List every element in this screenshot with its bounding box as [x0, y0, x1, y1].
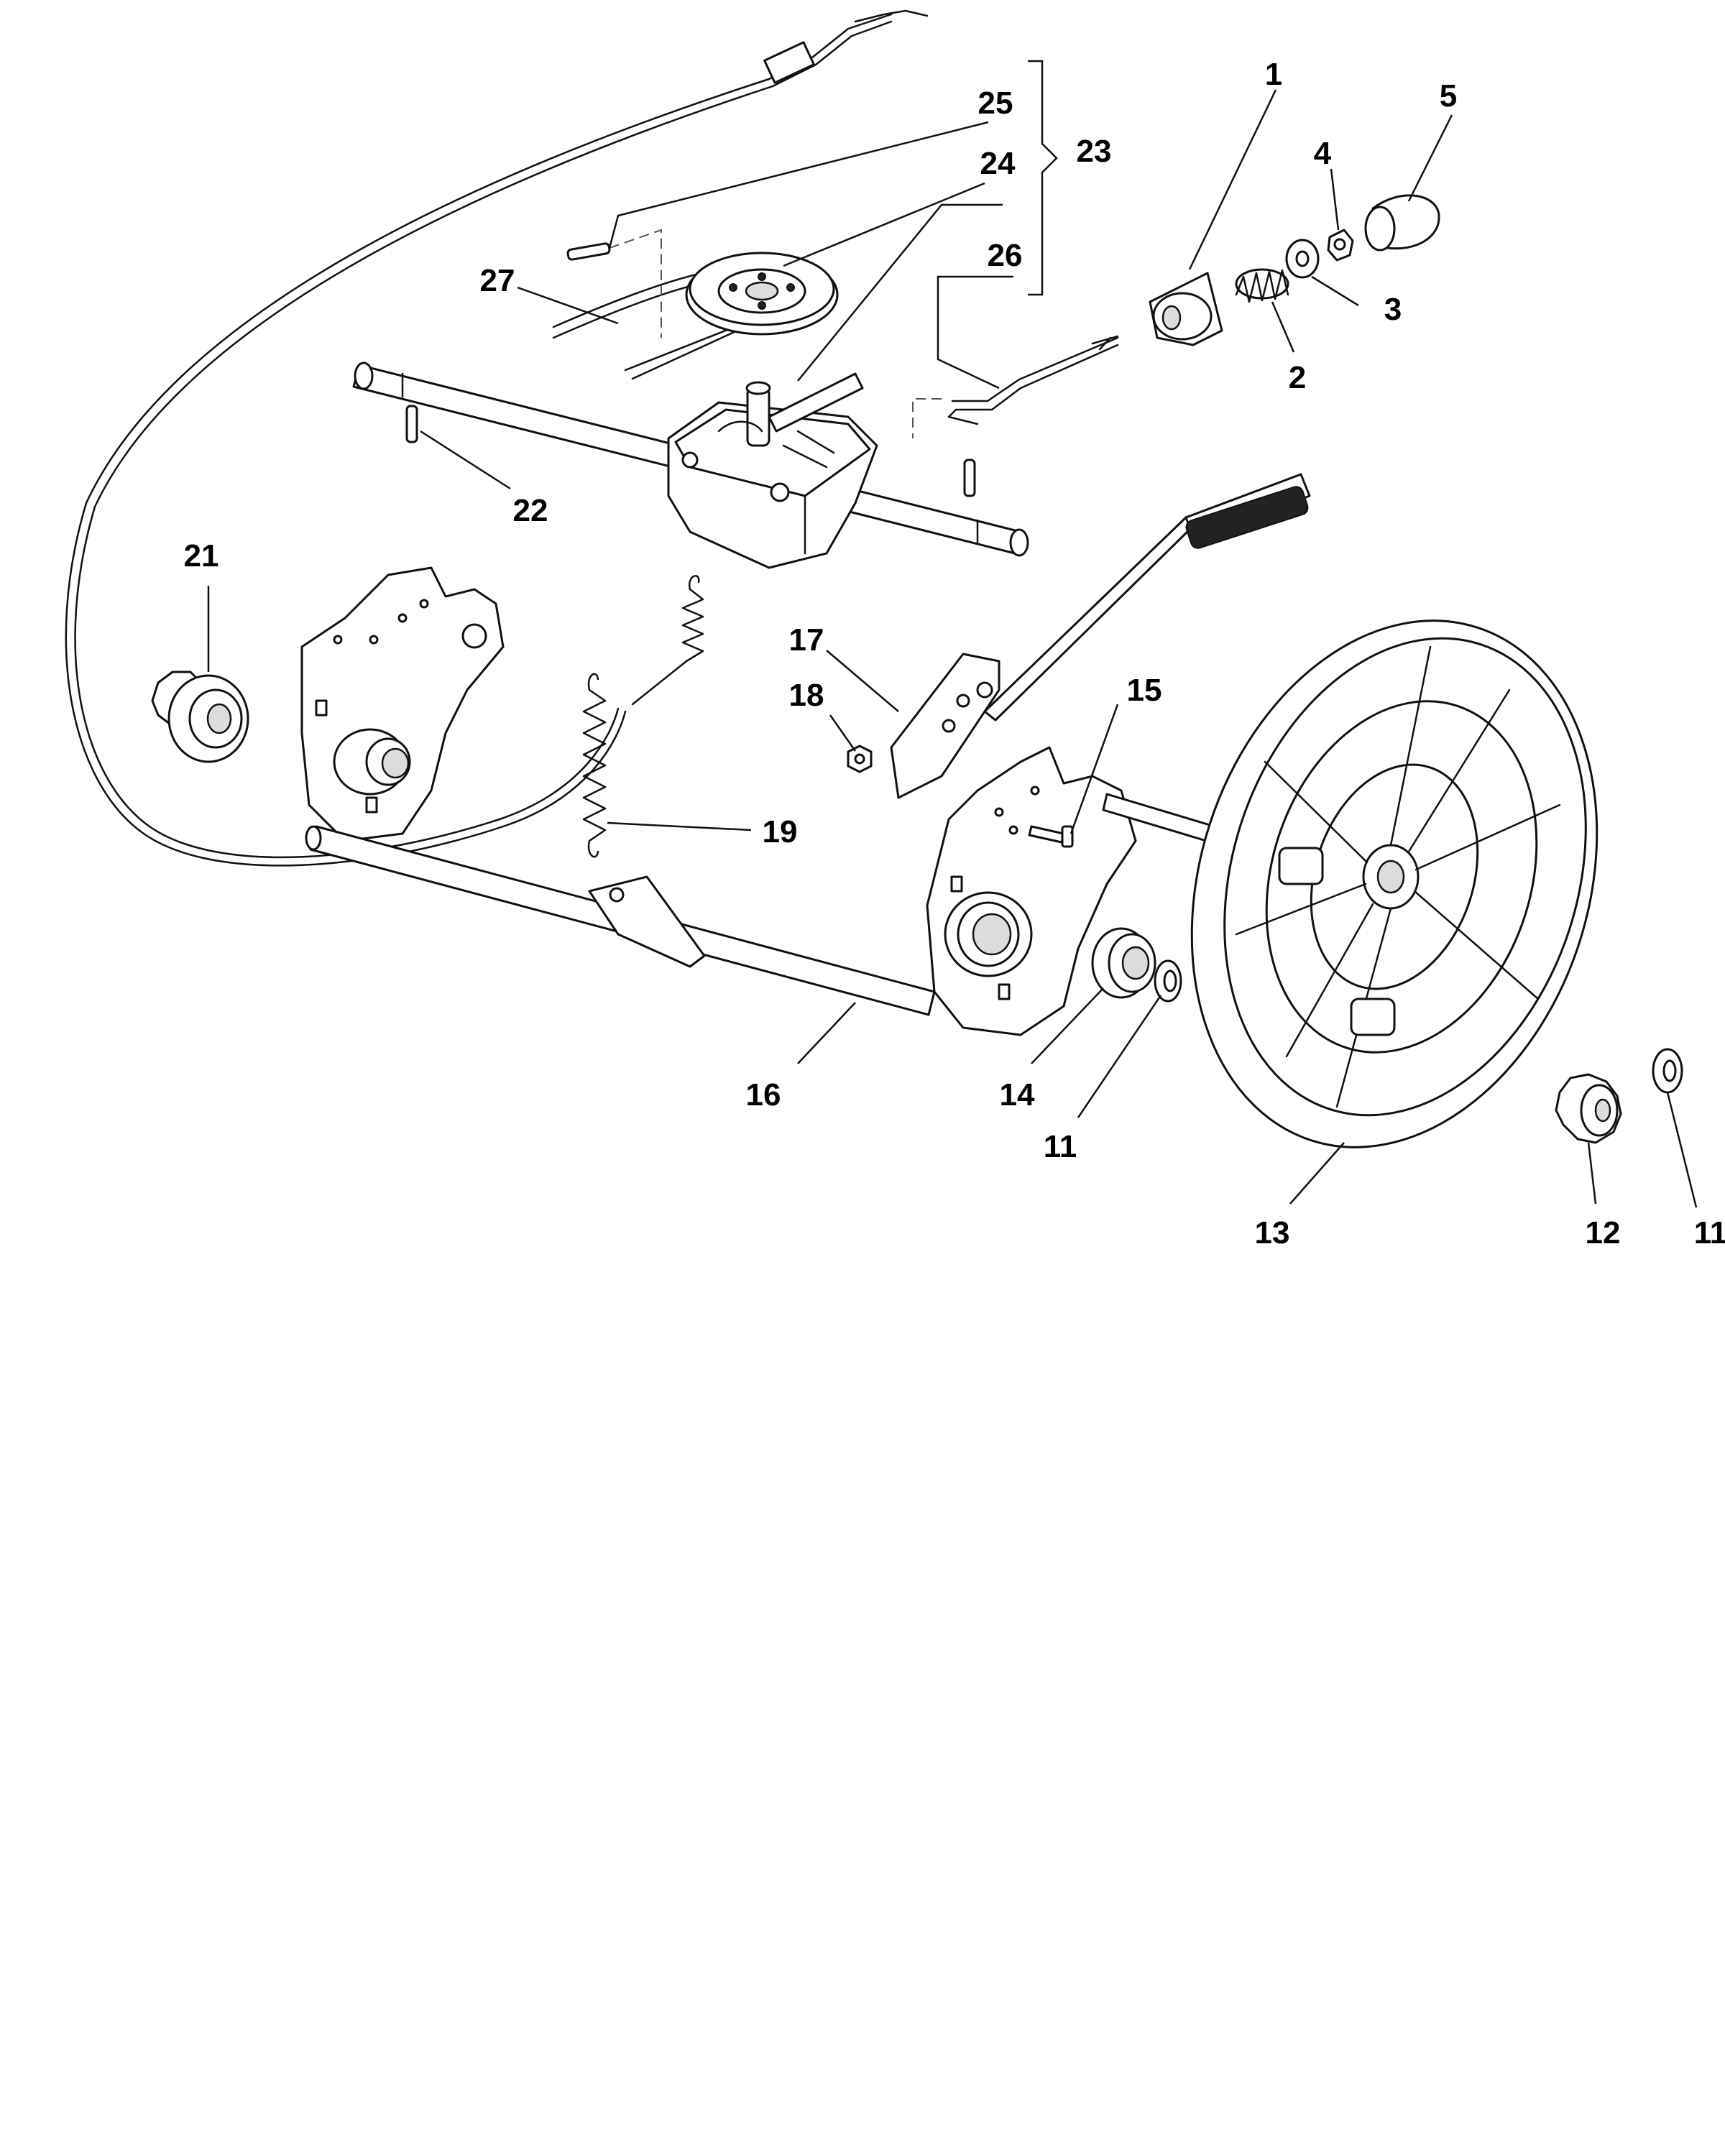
- callout-12: 12: [1586, 1215, 1621, 1250]
- callout-4: 4: [1314, 136, 1332, 171]
- callout-5: 5: [1440, 78, 1457, 114]
- callout-14: 14: [1000, 1077, 1035, 1112]
- upper-spring: [631, 575, 704, 706]
- gearbox: [667, 372, 878, 569]
- callout-21: 21: [184, 538, 219, 573]
- compression-spring: [1235, 268, 1289, 303]
- cable-bracket: [1149, 272, 1223, 346]
- callout-labels: 1 2 3 4 5 11 11 12 13 14 15 16 17 18 19 …: [184, 57, 1725, 1250]
- callout-1: 1: [1265, 57, 1282, 92]
- callout-17: 17: [789, 622, 824, 658]
- rear-wheel: [1190, 619, 1598, 1148]
- callout-15: 15: [1127, 673, 1162, 708]
- key-pin: [566, 242, 611, 261]
- washer-rear: [1652, 1048, 1683, 1094]
- washer: [1285, 239, 1320, 279]
- callout-11-front: 11: [1044, 1129, 1077, 1164]
- washer-front: [1154, 959, 1182, 1003]
- end-cap: [1364, 194, 1440, 252]
- callout-3: 3: [1384, 292, 1402, 327]
- bearing: [1091, 927, 1156, 999]
- pinion-gear-right: [1555, 1073, 1622, 1144]
- tension-spring: [582, 673, 607, 858]
- callout-2: 2: [1289, 360, 1306, 395]
- leader-lines: [207, 89, 1698, 1208]
- left-side-plate: [300, 566, 505, 842]
- callout-13: 13: [1255, 1215, 1290, 1250]
- pulley: [685, 252, 839, 336]
- callout-24: 24: [980, 146, 1016, 181]
- pinion-gear-left: [151, 671, 249, 763]
- callout-11-rear: 11: [1694, 1215, 1725, 1250]
- drive-lever: [983, 473, 1311, 722]
- callout-19: 19: [763, 814, 798, 849]
- callout-25: 25: [978, 86, 1013, 121]
- axle-pin-right: [963, 459, 976, 497]
- nut: [1327, 229, 1354, 262]
- callout-26: 26: [988, 238, 1023, 273]
- callout-27: 27: [480, 263, 515, 298]
- group-bracket: [1028, 60, 1058, 296]
- callout-23: 23: [1077, 134, 1112, 169]
- callout-18: 18: [789, 678, 824, 713]
- lever-bracket: [890, 653, 1000, 799]
- right-side-plate: [926, 746, 1223, 1036]
- axle-pin-left: [405, 405, 418, 443]
- front-axle-tube: [305, 825, 936, 1016]
- bolt: [1028, 825, 1074, 848]
- callout-22: 22: [513, 493, 548, 528]
- control-cable: [65, 9, 929, 867]
- callout-16: 16: [746, 1077, 781, 1112]
- lock-nut: [847, 745, 873, 773]
- control-rod: [947, 335, 1119, 425]
